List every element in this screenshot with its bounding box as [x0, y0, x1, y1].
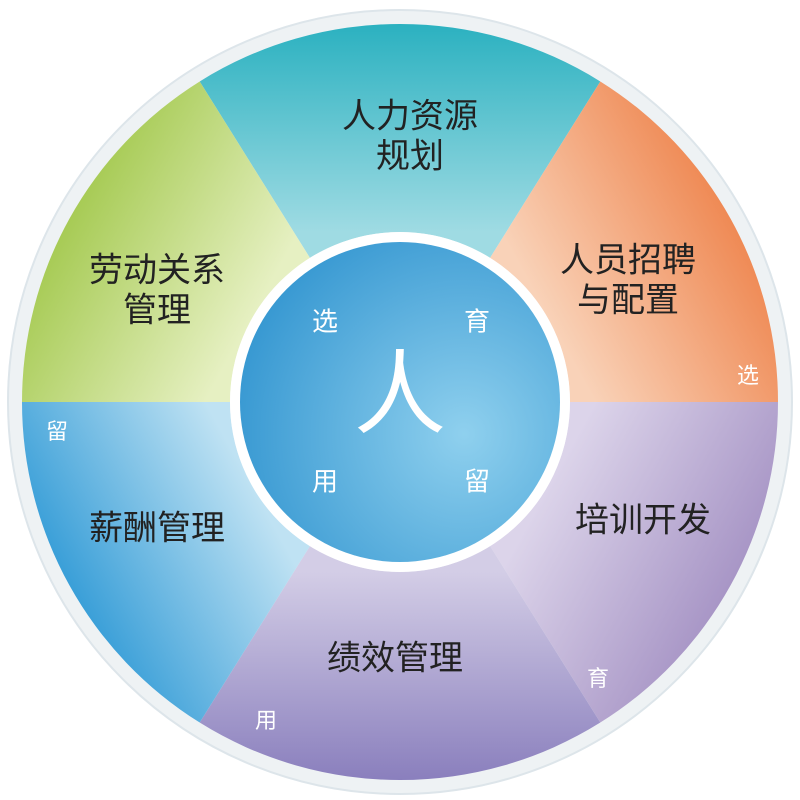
segment-label-labor-relations: 劳动关系 管理 [89, 251, 225, 331]
rim-tag-develop: 育 [587, 667, 609, 692]
segment-recruitment [490, 81, 778, 403]
segment-label-training: 培训开发 [575, 501, 711, 541]
segment-compensation [22, 402, 310, 723]
segment-label-compensation: 薪酬管理 [89, 509, 225, 549]
hub-word-retain: 留 [464, 468, 490, 498]
rim-tag-select: 选 [737, 364, 759, 389]
hub-word-use: 用 [312, 468, 338, 498]
svg-text:劳动关系: 劳动关系 [89, 251, 225, 291]
segment-labor-relations [22, 81, 310, 403]
segment-label-hr-planning: 人力资源 规划 [342, 97, 478, 177]
svg-text:培训开发: 培训开发 [575, 501, 711, 541]
segment-hr-planning [199, 24, 601, 258]
hub-disc [240, 242, 560, 562]
segment-label-recruitment: 人员招聘 与配置 [560, 241, 696, 321]
svg-text:绩效管理: 绩效管理 [327, 639, 463, 679]
hub-word-select: 选 [312, 308, 338, 338]
svg-text:人力资源: 人力资源 [342, 97, 478, 137]
svg-text:薪酬管理: 薪酬管理 [89, 509, 225, 549]
hub-center-character: 人 [354, 341, 446, 448]
svg-text:与配置: 与配置 [577, 281, 679, 321]
segment-performance [199, 546, 601, 780]
svg-text:人员招聘: 人员招聘 [560, 241, 696, 281]
rim-tag-use: 用 [255, 709, 277, 734]
svg-text:规划: 规划 [376, 137, 444, 177]
svg-text:管理: 管理 [123, 291, 191, 331]
segments-group [22, 24, 778, 780]
segment-training [490, 402, 778, 723]
rim-tag-retain: 留 [46, 420, 68, 445]
hub-word-develop: 育 [464, 308, 490, 338]
segment-label-performance: 绩效管理 [327, 639, 463, 679]
